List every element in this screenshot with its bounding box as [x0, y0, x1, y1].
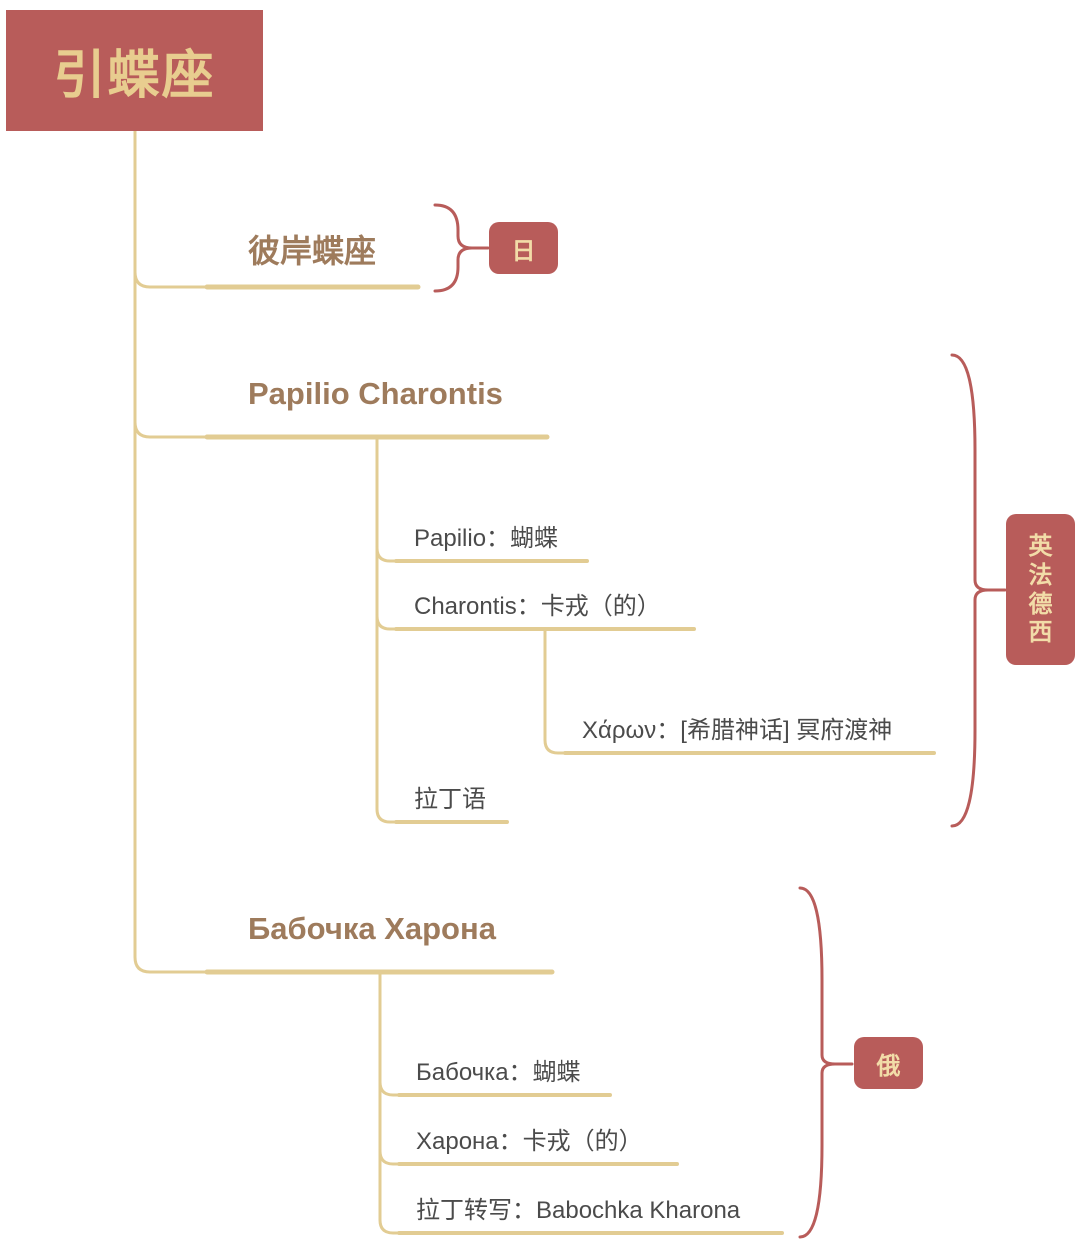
summary-badge-2-char: 法	[1028, 560, 1053, 589]
branch-node-2[interactable]: Papilio Charontis	[248, 376, 503, 411]
summary-badge-2[interactable]: 英法德西	[1006, 514, 1075, 665]
leaf-node-babochka[interactable]: Бабочка：蝴蝶	[416, 1059, 581, 1086]
root-node[interactable]: 引蝶座	[6, 10, 263, 131]
leaf-node-charontis[interactable]: Charontis：卡戎（的）	[414, 593, 661, 620]
leaf-node-charon-greek[interactable]: Χάρων：[希腊神话] 冥府渡神	[582, 717, 893, 744]
leaf-node-transliteration[interactable]: 拉丁转写：Babochka Kharona	[416, 1197, 741, 1224]
branch-node-1[interactable]: 彼岸蝶座	[248, 233, 377, 269]
summary-badge-2-char: 德	[1028, 589, 1053, 618]
leaf-node-kharona[interactable]: Харона：卡戎（的）	[416, 1128, 643, 1155]
summary-badge-3[interactable]: 俄	[854, 1037, 923, 1089]
summary-badge-1[interactable]: 日	[489, 222, 558, 274]
leaf-node-latin[interactable]: 拉丁语	[414, 786, 486, 813]
summary-badge-2-char: 西	[1028, 618, 1053, 647]
summary-badge-2-char: 英	[1028, 531, 1053, 560]
branch-node-3[interactable]: Бабочка Харона	[248, 911, 496, 946]
leaf-node-papilio[interactable]: Papilio：蝴蝶	[414, 525, 559, 552]
